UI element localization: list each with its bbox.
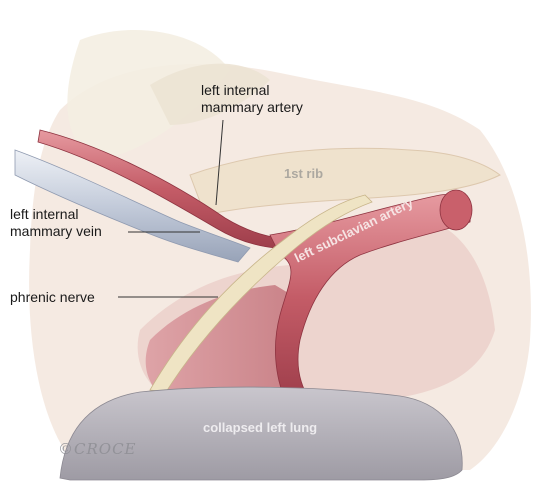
artery-leader-line [215, 119, 224, 206]
mammary-vein-shape [14, 149, 251, 263]
upper-shadow [150, 63, 270, 125]
phrenic-nerve-shape [149, 194, 373, 393]
phrenic-nerve-label: phrenic nerve [10, 289, 95, 305]
mammary-vein-label: left internal mammary vein [10, 206, 102, 239]
subclavian-artery-end [439, 189, 473, 231]
subclavian-artery-shape [269, 194, 471, 401]
pale-membrane [67, 30, 230, 160]
first-rib-label: 1st rib [284, 166, 324, 181]
first-rib-shape [189, 147, 501, 216]
artist-signature: ©CROCE [58, 440, 137, 458]
mammary-artery-label: left internal mammary artery [201, 82, 303, 115]
collapsed-lung-shape [59, 386, 463, 481]
collapsed-lung-label: collapsed left lung [203, 420, 318, 435]
muscle-mass [145, 285, 300, 395]
